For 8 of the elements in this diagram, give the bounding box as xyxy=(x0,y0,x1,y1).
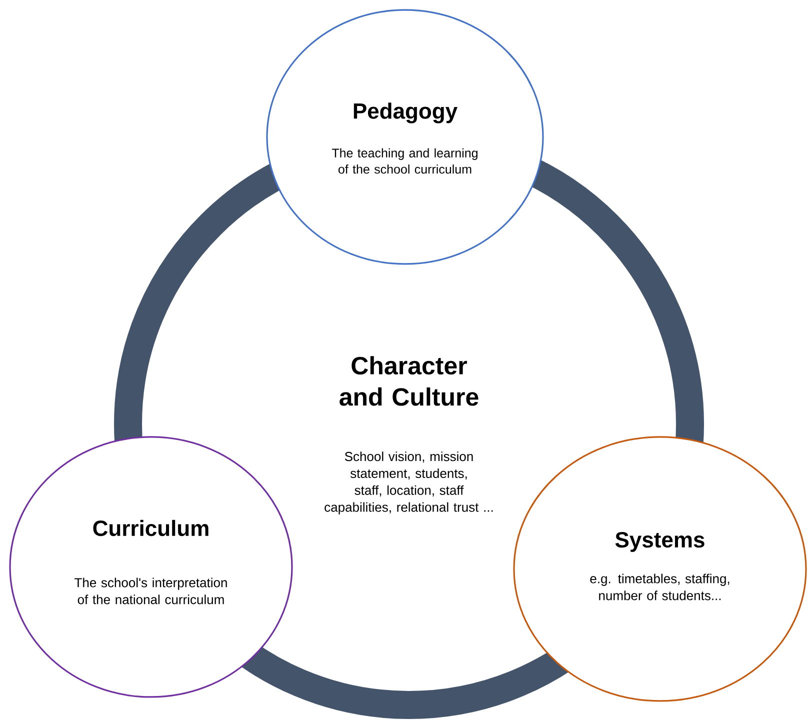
heading: Pedagogy xyxy=(354,102,458,124)
heading: Character and Culture xyxy=(340,356,478,406)
description: e.g. timetables, staffing, number of students... xyxy=(590,574,730,600)
heading: Curriculum xyxy=(93,520,208,536)
heading: Systems xyxy=(615,532,704,552)
description: The teaching and learning of the school curriculum xyxy=(332,148,478,174)
description: The school's interpretation of the national curriculum xyxy=(74,578,227,604)
description: School vision, mission statement, students, staff, location, staff capabilities, relational trust ... xyxy=(324,452,493,514)
